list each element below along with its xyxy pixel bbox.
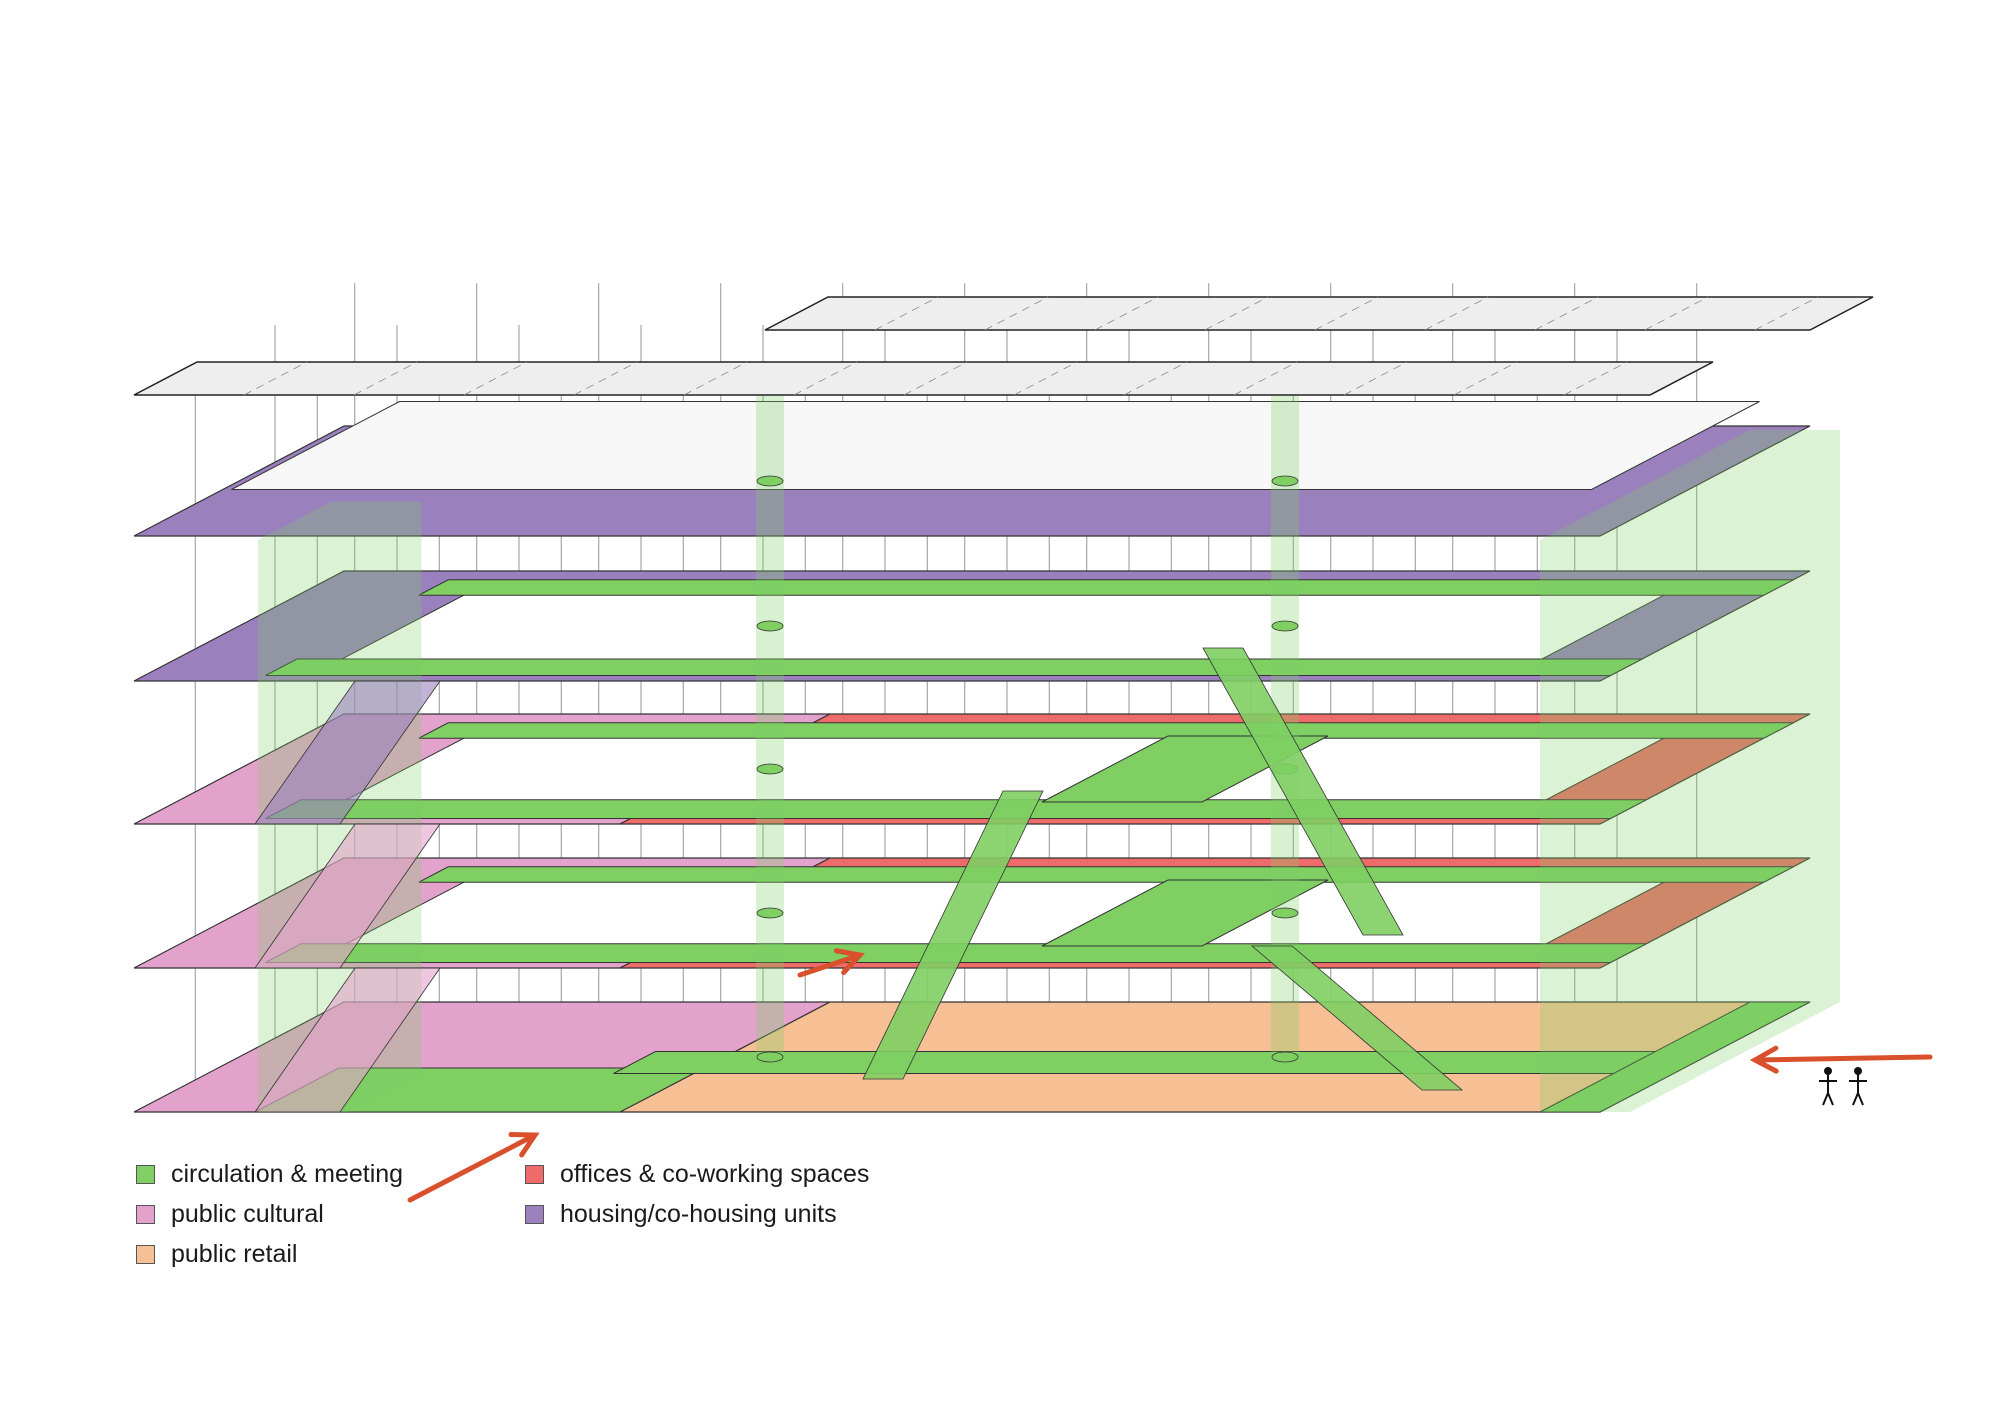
legend-item-public-retail: public retail bbox=[136, 1240, 297, 1269]
scale-figures bbox=[1819, 1067, 1867, 1106]
elevator-stop bbox=[756, 1051, 784, 1063]
ramp bbox=[862, 790, 1044, 1080]
roof-grid-line bbox=[1424, 296, 1489, 331]
roof-slab bbox=[133, 361, 1714, 396]
elevator-stop bbox=[1271, 620, 1299, 632]
roof-grid-line bbox=[573, 361, 638, 396]
legend-swatch-circulation bbox=[136, 1165, 155, 1184]
elevator-stop bbox=[756, 475, 784, 487]
elevator-stop bbox=[756, 620, 784, 632]
roof-grid-line bbox=[1563, 361, 1628, 396]
roof-grid-line bbox=[874, 296, 939, 331]
figure-leg bbox=[1852, 1092, 1859, 1106]
legend-label: offices & co-working spaces bbox=[560, 1160, 870, 1188]
roof-grid-line bbox=[1644, 296, 1709, 331]
legend-swatch-offices bbox=[525, 1165, 544, 1184]
entrance-arrow-shaft bbox=[1752, 1054, 1933, 1063]
entrance-arrow-shaft bbox=[407, 1132, 538, 1203]
roof-grid-line bbox=[463, 361, 528, 396]
scale-figure bbox=[1819, 1067, 1837, 1106]
entrance-arrow-head bbox=[833, 948, 865, 976]
entrance-arrow-head bbox=[508, 1132, 540, 1158]
ramp bbox=[1250, 945, 1464, 1091]
entrance-arrows bbox=[407, 948, 1933, 1203]
circulation-band bbox=[1539, 1001, 1811, 1113]
legend-swatch-public-cultural bbox=[136, 1205, 155, 1224]
roof-grid-line bbox=[1754, 296, 1819, 331]
legend-item-public-cultural: public cultural bbox=[136, 1200, 324, 1229]
legend-item-circulation: circulation & meeting bbox=[136, 1160, 403, 1189]
elevator-stop bbox=[1271, 475, 1299, 487]
entrance-arrow-head bbox=[1749, 1045, 1779, 1074]
circulation-band bbox=[418, 579, 1794, 596]
roof-grid-line bbox=[1123, 361, 1188, 396]
roof-grid-line bbox=[1534, 296, 1599, 331]
roof-grid-line bbox=[1013, 361, 1078, 396]
roof-slabs bbox=[133, 296, 1874, 396]
circulation-bridge bbox=[1041, 735, 1329, 803]
legend-swatch-housing bbox=[525, 1205, 544, 1224]
circulation-ramps bbox=[254, 647, 1464, 1113]
scale-figure bbox=[1849, 1067, 1867, 1106]
roof-grid-line bbox=[984, 296, 1049, 331]
roof-grid-line bbox=[1094, 296, 1159, 331]
roof-grid-line bbox=[793, 361, 858, 396]
figure-head bbox=[1824, 1067, 1832, 1075]
floor-level-4 bbox=[133, 401, 1811, 537]
roof-grid-line bbox=[683, 361, 748, 396]
vertical-core bbox=[1540, 430, 1840, 1112]
elevator-stop bbox=[756, 907, 784, 919]
roof-grid-line bbox=[903, 361, 968, 396]
roof-grid-line bbox=[1453, 361, 1518, 396]
elevator-shaft bbox=[756, 385, 784, 1057]
circulation-band bbox=[265, 799, 1647, 819]
floor-level-3 bbox=[133, 570, 1811, 682]
roof-grid-line bbox=[1204, 296, 1269, 331]
elevator-stop bbox=[1271, 907, 1299, 919]
roof-grid-line bbox=[1314, 296, 1379, 331]
floor-level-1 bbox=[133, 857, 1811, 969]
figure-leg bbox=[1827, 1092, 1834, 1106]
floor-void bbox=[337, 590, 1673, 662]
roof-grid-line bbox=[1343, 361, 1408, 396]
figure-leg bbox=[1822, 1092, 1829, 1106]
legend-item-offices: offices & co-working spaces bbox=[525, 1160, 869, 1189]
ramp bbox=[254, 680, 441, 825]
roof-slab bbox=[764, 296, 1874, 331]
circulation-bridge bbox=[1041, 879, 1329, 947]
circulation-band bbox=[265, 658, 1643, 676]
entrance-arrow-shaft bbox=[797, 952, 863, 978]
elevator-stop bbox=[1271, 1051, 1299, 1063]
legend-label: public cultural bbox=[171, 1200, 324, 1228]
legend-label: public retail bbox=[171, 1240, 298, 1268]
roof-grid-line bbox=[353, 361, 418, 396]
courtyard-roof bbox=[231, 401, 1760, 490]
ramp bbox=[1202, 647, 1404, 936]
roof-grid-line bbox=[243, 361, 308, 396]
ramp bbox=[254, 967, 441, 1113]
legend: circulation & meeting public cultural pu… bbox=[136, 1160, 1036, 1290]
figure-leg bbox=[1857, 1092, 1864, 1106]
figure-head bbox=[1854, 1067, 1862, 1075]
legend-item-housing: housing/co-housing units bbox=[525, 1200, 837, 1229]
floor-void bbox=[341, 879, 1669, 947]
ramp bbox=[254, 823, 441, 969]
legend-label: circulation & meeting bbox=[171, 1160, 404, 1188]
elevator-stop bbox=[756, 763, 784, 775]
legend-swatch-public-retail bbox=[136, 1245, 155, 1264]
legend-label: housing/co-housing units bbox=[560, 1200, 837, 1228]
roof-grid-line bbox=[1233, 361, 1298, 396]
